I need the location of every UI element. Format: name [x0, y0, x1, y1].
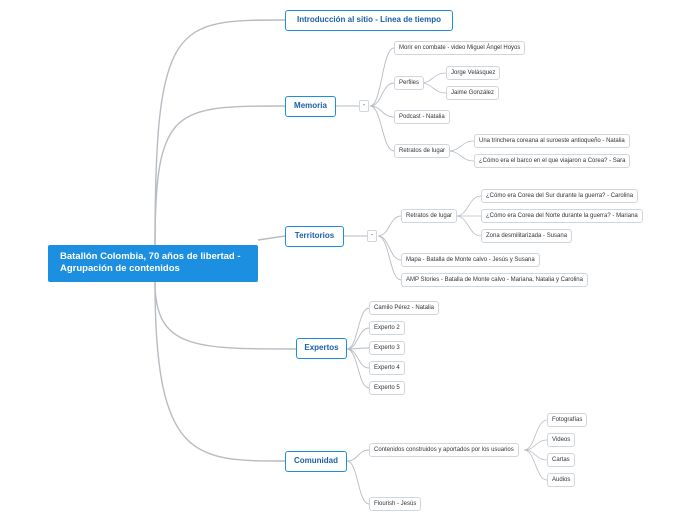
memoria-retrato-item-1[interactable]: Una trinchera coreana al suroeste antioq…	[474, 134, 630, 148]
connector-line	[257, 235, 286, 241]
comunidad-node[interactable]: Comunidad	[285, 451, 347, 472]
connector-line	[154, 19, 286, 247]
territorios-retrato-item-3[interactable]: Zona desmilitarizada - Susana	[481, 229, 573, 243]
experto-item-4[interactable]: Experto 4	[369, 361, 405, 375]
connector-line	[346, 348, 370, 369]
territorios-collapse-toggle[interactable]: -	[367, 230, 377, 242]
contenidos-item-fotografias[interactable]: Fotografías	[547, 413, 588, 427]
perfil-item-1[interactable]: Jorge Velásquez	[446, 66, 501, 80]
connector-line	[154, 281, 286, 462]
connector-line	[369, 47, 395, 107]
connector-line	[455, 195, 482, 217]
contenidos-item-cartas[interactable]: Cartas	[547, 453, 575, 467]
experto-item-1[interactable]: Camilo Pérez - Natalia	[369, 301, 440, 315]
contenidos-item-videos[interactable]: Videos	[547, 433, 576, 447]
connector-line	[455, 215, 482, 237]
connector-line	[346, 348, 370, 389]
territorios-retrato-item-2[interactable]: ¿Cómo era Corea del Norte durante la gue…	[481, 209, 643, 223]
connector-line	[447, 140, 475, 152]
connector-line	[447, 150, 475, 162]
connector-line	[523, 449, 548, 481]
experto-item-2[interactable]: Experto 2	[369, 321, 405, 335]
root-node[interactable]: Batallón Colombia, 70 años de libertad -…	[48, 245, 258, 282]
connector-line	[154, 281, 297, 350]
perfil-item-2[interactable]: Jaime González	[446, 86, 500, 100]
connector-line	[369, 82, 395, 107]
experto-item-3[interactable]: Experto 3	[369, 341, 405, 355]
connector-line	[369, 105, 395, 152]
memoria-retrato-item-2[interactable]: ¿Cómo era el barco en el que viajaron a …	[474, 154, 631, 168]
memoria-combate-node[interactable]: Morir en combate - video Miguel Ángel Ho…	[394, 41, 526, 55]
memoria-podcast-node[interactable]: Podcast - Natalia	[394, 110, 450, 124]
connector-line	[346, 449, 370, 462]
memoria-collapse-toggle[interactable]: -	[359, 100, 369, 112]
connector-line	[377, 215, 402, 237]
territorios-retratos-node[interactable]: Retratos de lugar	[401, 209, 458, 223]
intro-node[interactable]: Introducción al sitio - Línea de tiempo	[285, 10, 453, 31]
connector-line	[523, 419, 548, 451]
connector-line	[523, 439, 548, 451]
territorios-node[interactable]: Territorios	[285, 226, 344, 247]
connector-line	[346, 327, 370, 350]
connector-line	[346, 307, 370, 350]
expertos-node[interactable]: Expertos	[296, 338, 347, 359]
memoria-perfiles-node[interactable]: Perfiles	[394, 76, 425, 90]
connector-line	[377, 235, 402, 281]
contenidos-item-audios[interactable]: Audios	[547, 473, 576, 487]
comunidad-flourish-node[interactable]: Flourish - Jesús	[369, 497, 422, 511]
territorios-amp-node[interactable]: AMP Stories - Batalla de Monte calvo - M…	[401, 273, 588, 287]
memoria-node[interactable]: Memoria	[285, 96, 336, 117]
connector-line	[346, 460, 370, 505]
comunidad-contenidos-node[interactable]: Contenidos construidos y aportados por l…	[369, 443, 519, 457]
territorios-mapa-node[interactable]: Mapa - Batalla de Monte calvo - Jesús y …	[401, 253, 540, 267]
connector-line	[154, 105, 286, 247]
territorios-retrato-item-1[interactable]: ¿Cómo era Corea del Sur durante la guerr…	[481, 189, 639, 203]
experto-item-5[interactable]: Experto 5	[369, 381, 405, 395]
memoria-retratos-node[interactable]: Retratos de lugar	[394, 144, 451, 158]
